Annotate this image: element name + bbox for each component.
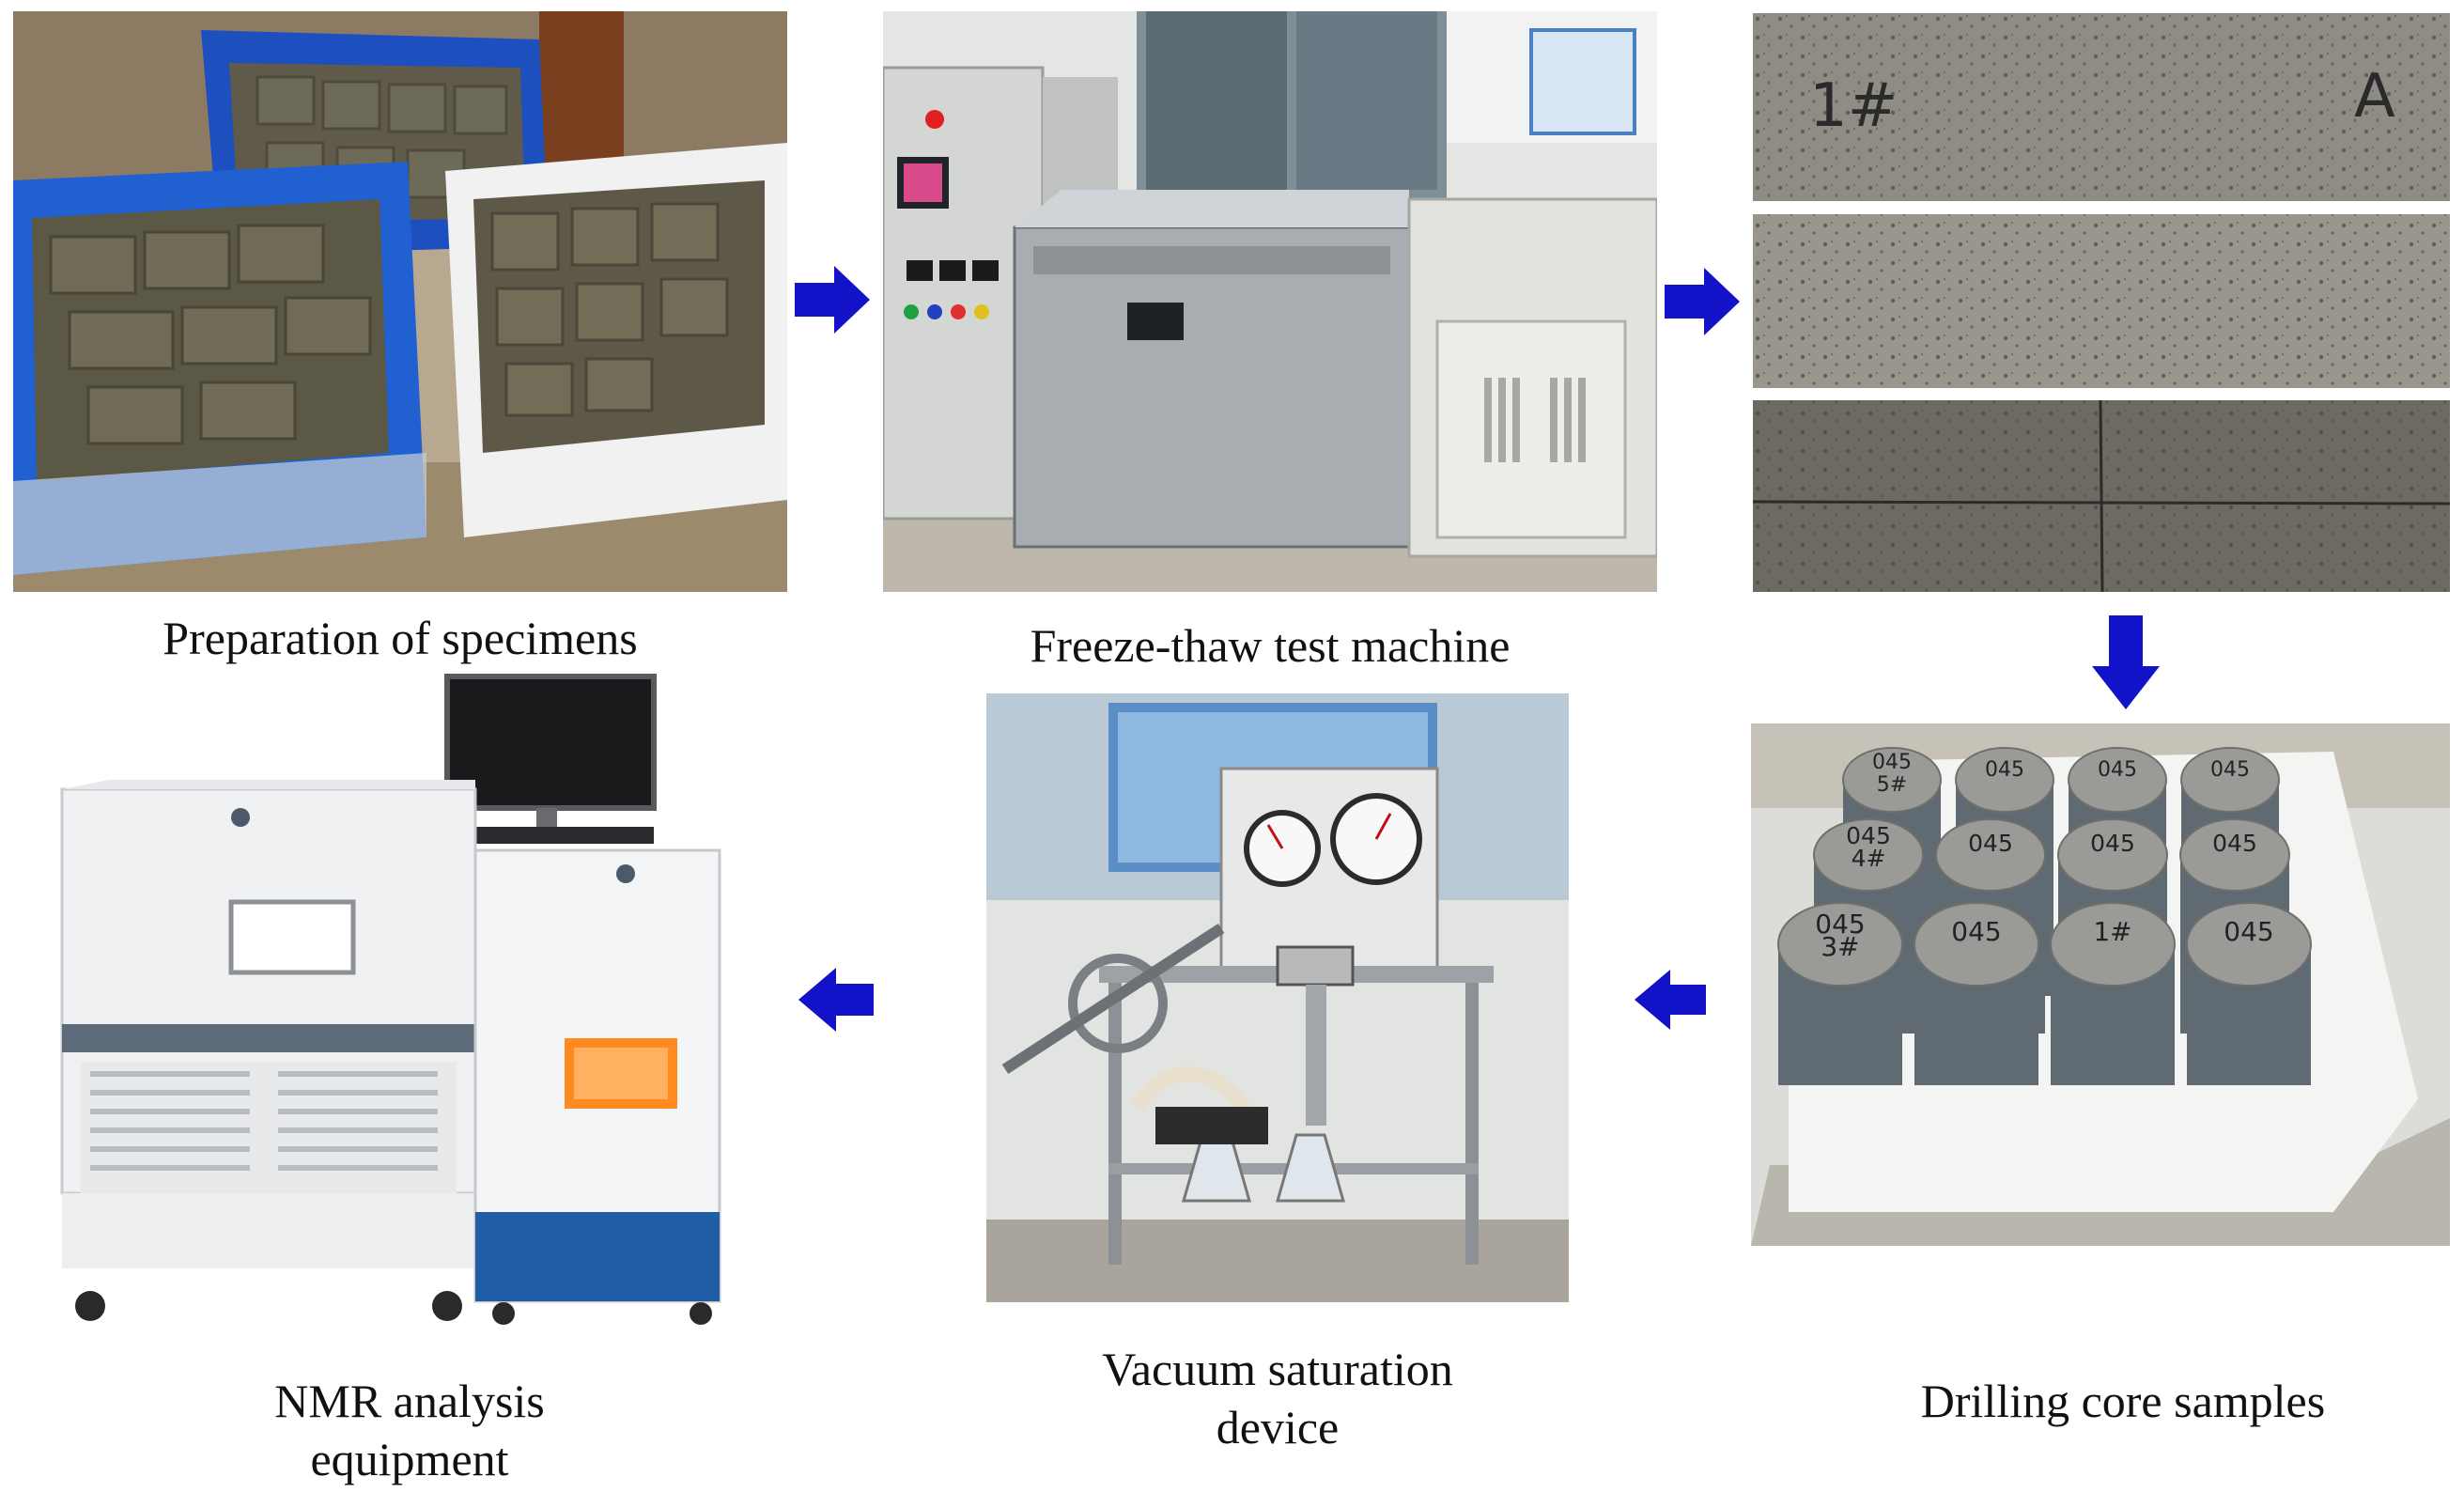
core-top bbox=[1813, 818, 1924, 892]
core-label: 3# bbox=[1821, 931, 1859, 962]
arrow-left-1-shape bbox=[1635, 970, 1706, 1030]
core-label: 1# bbox=[2093, 916, 2131, 947]
photo-nmr-equipment bbox=[53, 667, 767, 1325]
core-label: 045 bbox=[1846, 822, 1891, 849]
core-top bbox=[2057, 818, 2168, 892]
core-top bbox=[2179, 818, 2290, 892]
specimen-label-a: A bbox=[2354, 62, 2395, 132]
core-label: 045 bbox=[2212, 830, 2257, 857]
photo-vacuum-saturation-device bbox=[986, 693, 1569, 1302]
photo-concrete-prisms: 1# A bbox=[1753, 13, 2450, 592]
arrow-right-1 bbox=[795, 266, 870, 334]
core-top bbox=[1955, 747, 2054, 813]
core-top bbox=[2050, 902, 2176, 987]
core-top bbox=[2186, 902, 2312, 987]
core-label: 4# bbox=[1852, 845, 1886, 872]
core-label: 045 bbox=[2090, 830, 2135, 857]
arrow-left-2 bbox=[798, 968, 874, 1032]
core-label: 045 bbox=[2224, 916, 2273, 947]
core-top bbox=[2068, 747, 2167, 813]
arrow-right-2 bbox=[1665, 268, 1740, 335]
caption-nmr: NMR analysis equipment bbox=[274, 1375, 545, 1485]
core-top bbox=[1842, 747, 1942, 813]
caption-vacuum: Vacuum saturation device bbox=[1102, 1343, 1453, 1454]
core-top bbox=[1914, 902, 2039, 987]
core-top bbox=[1935, 818, 2046, 892]
photo-specimen-preparation bbox=[13, 11, 787, 592]
arrow-down bbox=[2092, 615, 2160, 709]
arrow-down-shape bbox=[2092, 615, 2160, 709]
arrow-right-1-shape bbox=[795, 266, 870, 334]
core-top bbox=[1777, 902, 1903, 987]
core-label: 045 bbox=[1951, 916, 2001, 947]
core-label: 045 bbox=[1815, 909, 1865, 940]
core-label: 045 bbox=[1968, 830, 2013, 857]
core-label: 045 bbox=[2098, 758, 2137, 782]
arrow-right-2-shape bbox=[1665, 268, 1740, 335]
core-label: 045 bbox=[1872, 751, 1912, 774]
core-label: 5# bbox=[1877, 773, 1907, 797]
specimen-label-1: 1# bbox=[1809, 71, 1898, 141]
photo-freeze-thaw-machine bbox=[883, 11, 1657, 592]
caption-drilling: Drilling core samples bbox=[1920, 1375, 2326, 1427]
caption-freeze-thaw: Freeze-thaw test machine bbox=[1030, 619, 1511, 672]
caption-preparation: Preparation of specimens bbox=[163, 612, 638, 664]
core-top bbox=[2180, 747, 2280, 813]
core-label: 045 bbox=[2210, 758, 2250, 782]
arrow-left-1 bbox=[1635, 970, 1706, 1030]
core-label: 045 bbox=[1985, 758, 2024, 782]
arrow-left-2-shape bbox=[798, 968, 874, 1032]
